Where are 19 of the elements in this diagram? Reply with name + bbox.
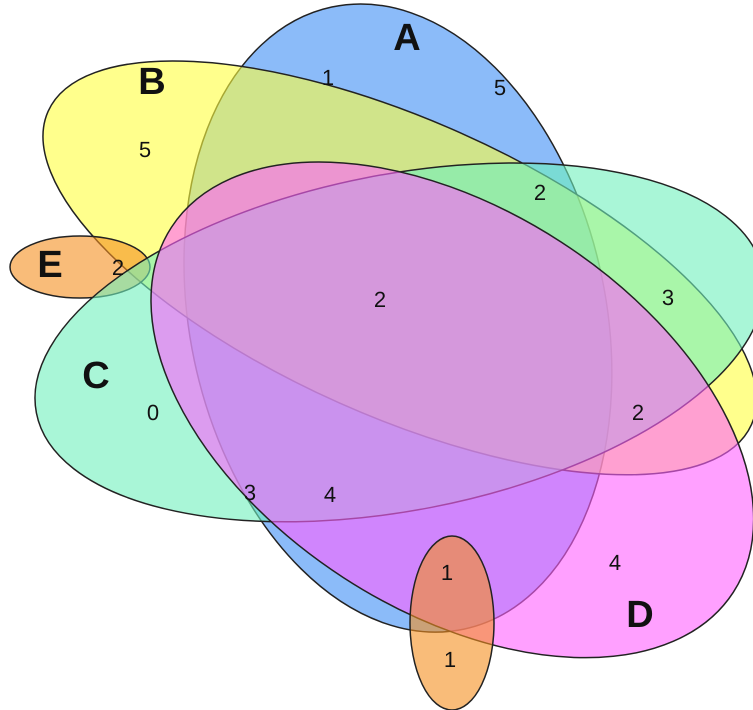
region-count: 2	[374, 289, 386, 311]
region-count: 2	[534, 182, 546, 204]
region-count: 1	[444, 649, 456, 671]
region-count: 3	[662, 287, 674, 309]
set-label: B	[138, 62, 166, 101]
set-label: E	[37, 246, 63, 284]
set-label: C	[82, 356, 110, 395]
region-count: 1	[440, 562, 454, 584]
set-label: A	[393, 18, 421, 57]
region-count: 0	[146, 402, 160, 424]
region-count: 2	[112, 257, 124, 279]
region-count: 4	[608, 552, 622, 574]
region-count: 3	[244, 482, 256, 504]
region-count: 2	[632, 402, 644, 424]
region-count: 5	[494, 77, 506, 99]
set-label: D	[626, 596, 654, 634]
region-count: 1	[322, 67, 334, 89]
region-count: 5	[138, 139, 152, 161]
region-count: 4	[324, 484, 336, 506]
